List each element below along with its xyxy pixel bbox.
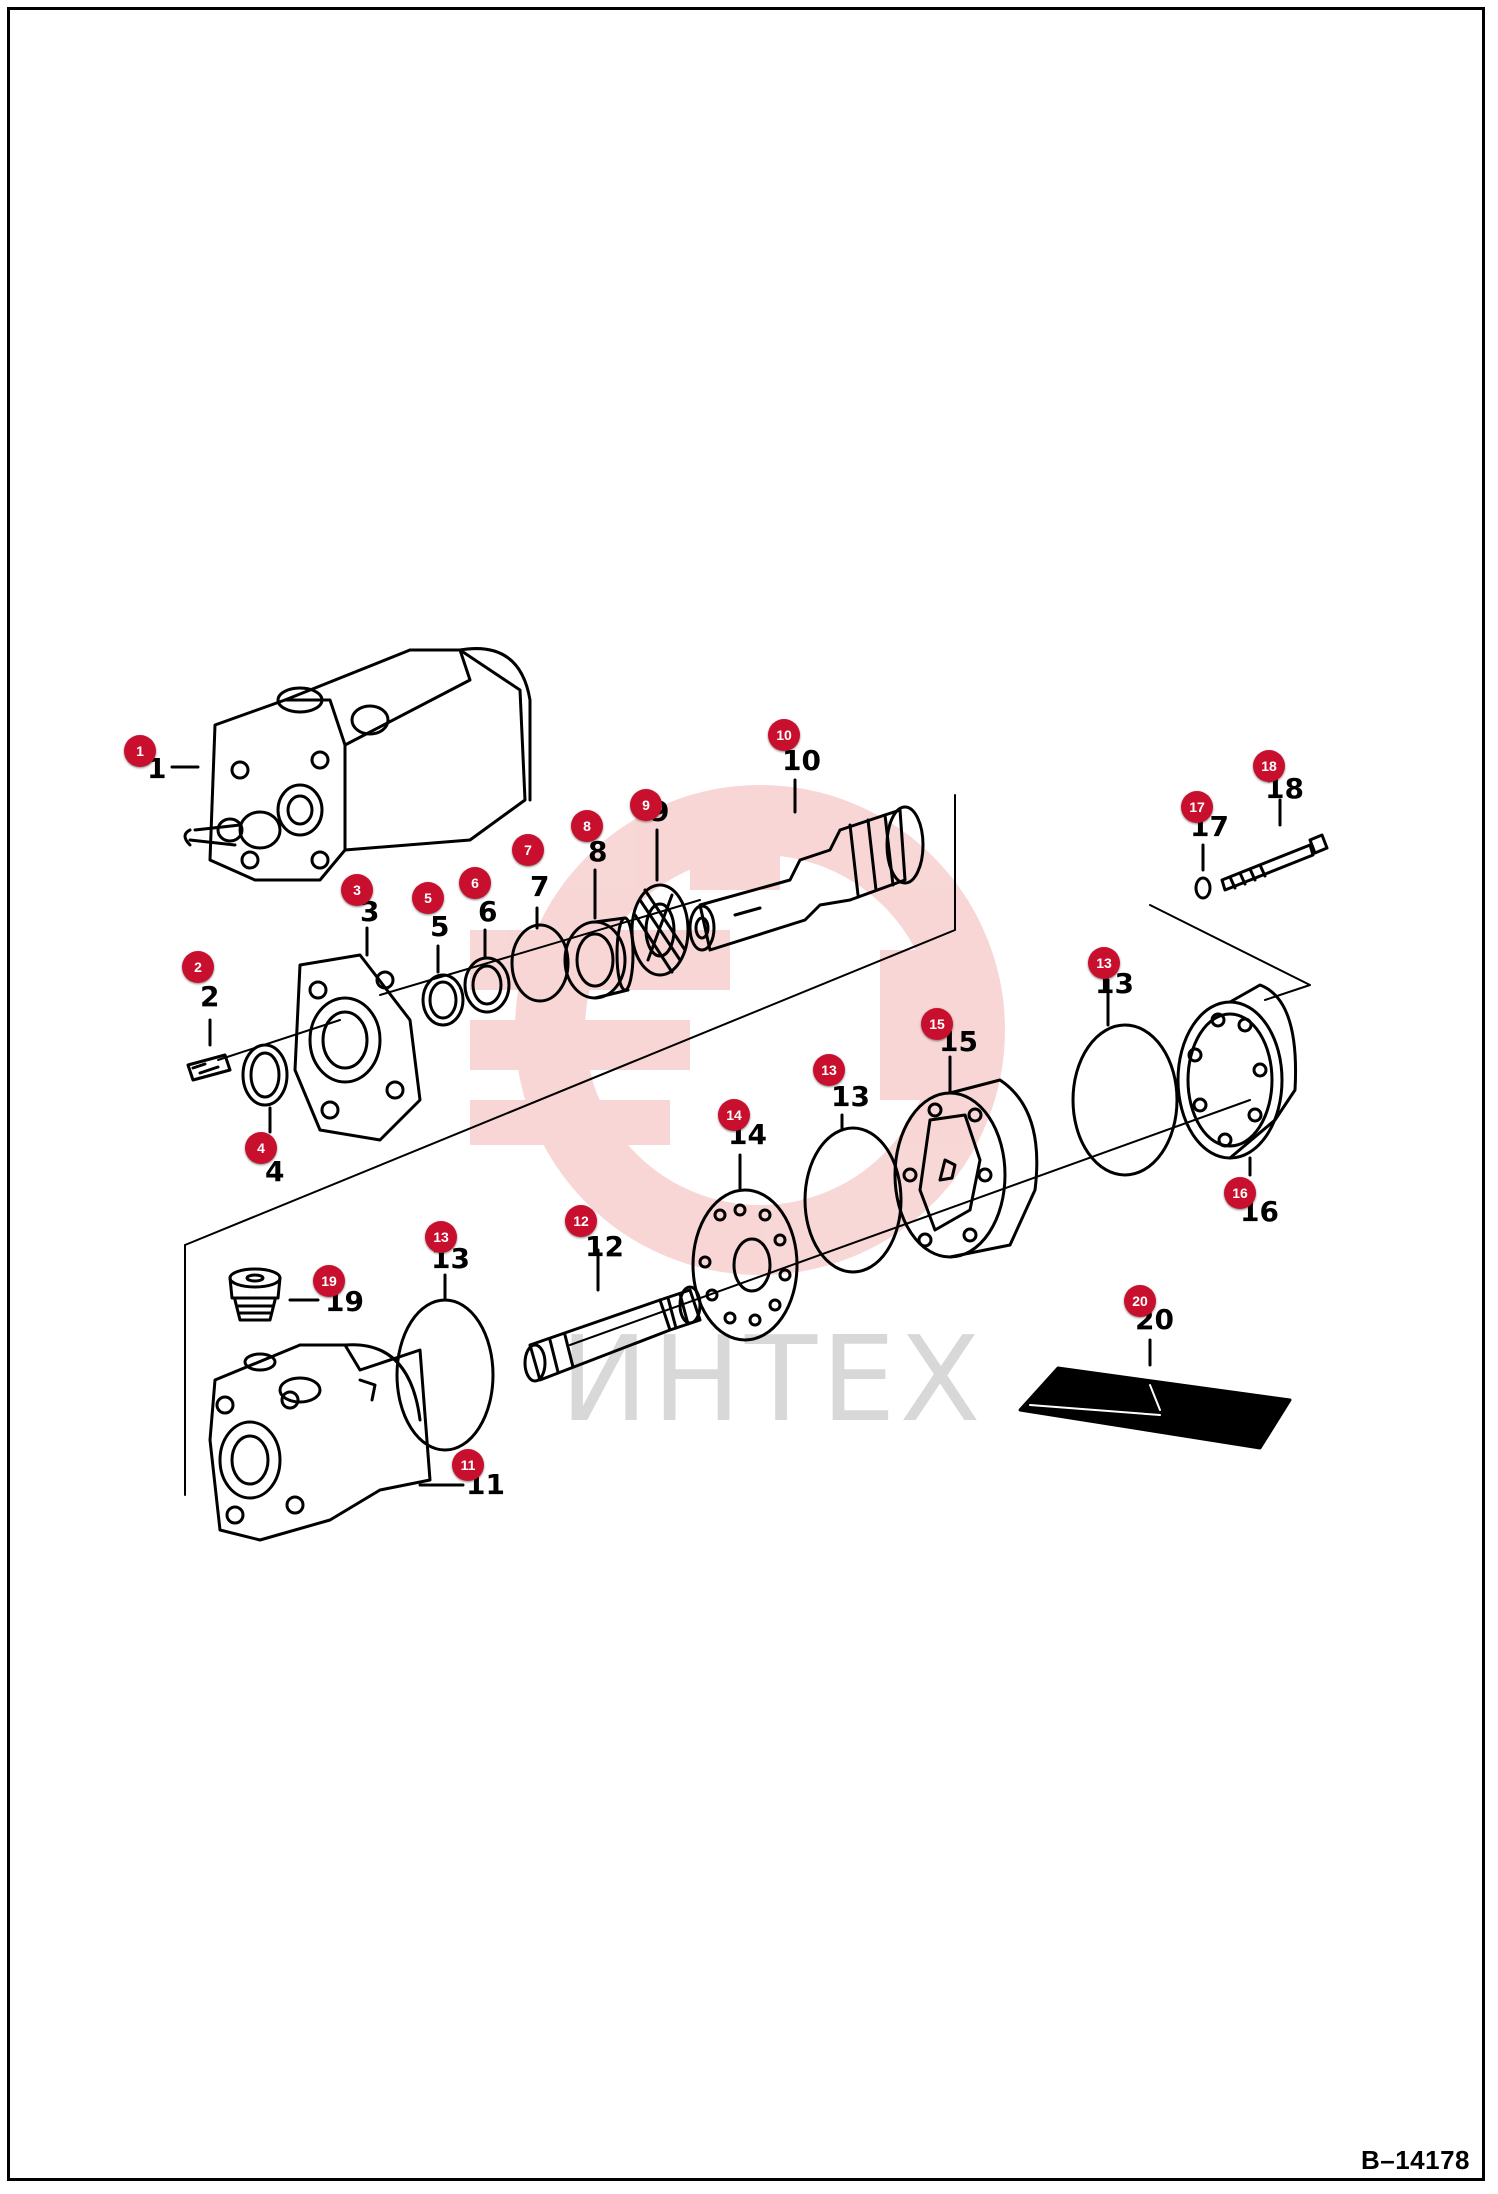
- o-ring-6: [463, 956, 511, 1014]
- o-ring-5: [421, 973, 465, 1027]
- callout-12[interactable]: 12: [565, 1205, 597, 1237]
- callout-20[interactable]: 20: [1124, 1285, 1156, 1317]
- thrust-bearing: [630, 883, 690, 977]
- seal-ring: [241, 1043, 289, 1107]
- part-label-5: 5: [430, 910, 450, 943]
- callout-15[interactable]: 15: [921, 1008, 953, 1040]
- seal-kit: [1018, 1366, 1292, 1450]
- o-ring-13c: [395, 1298, 495, 1452]
- part-label-12: 12: [585, 1230, 624, 1263]
- washer: [1194, 876, 1212, 900]
- o-ring-13a: [1071, 1023, 1179, 1177]
- callout-16[interactable]: 16: [1224, 1177, 1256, 1209]
- callout-5[interactable]: 5: [412, 882, 444, 914]
- o-ring-7: [510, 923, 570, 1003]
- callout-19[interactable]: 19: [313, 1265, 345, 1297]
- callout-7[interactable]: 7: [512, 834, 544, 866]
- bearing: [563, 916, 635, 1000]
- o-ring-13b: [803, 1126, 903, 1274]
- drive-shaft: [523, 1285, 702, 1383]
- callout-14[interactable]: 14: [718, 1099, 750, 1131]
- part-label-13b: 13: [831, 1080, 870, 1113]
- callout-13a[interactable]: 13: [425, 1221, 457, 1253]
- callout-13c[interactable]: 13: [1088, 947, 1120, 979]
- part-label-4: 4: [265, 1155, 285, 1188]
- callout-9[interactable]: 9: [630, 789, 662, 821]
- callout-13b[interactable]: 13: [813, 1054, 845, 1086]
- callout-3[interactable]: 3: [341, 874, 373, 906]
- watermark-text: ИНТЕХ: [560, 1310, 985, 1448]
- plug: [228, 1267, 282, 1322]
- callout-10[interactable]: 10: [768, 719, 800, 751]
- callout-2[interactable]: 2: [182, 951, 214, 983]
- bolt: [1220, 833, 1329, 892]
- motor-assembly: [183, 647, 532, 882]
- part-label-6: 6: [478, 895, 498, 928]
- screw-part: [186, 1053, 232, 1082]
- callout-11[interactable]: 11: [452, 1449, 484, 1481]
- diagram-frame: [7, 7, 1485, 2181]
- part-label-7: 7: [530, 870, 550, 903]
- callout-18[interactable]: 18: [1253, 750, 1285, 782]
- callout-4[interactable]: 4: [245, 1132, 277, 1164]
- housing: [208, 1343, 432, 1542]
- part-label-8: 8: [588, 835, 608, 868]
- mounting-flange: [293, 953, 422, 1142]
- part-label-2: 2: [200, 980, 220, 1013]
- valve-plate: [691, 1188, 799, 1342]
- gerotor-set: [893, 1078, 1039, 1259]
- callout-1[interactable]: 1: [124, 735, 156, 767]
- end-cap: [1176, 983, 1298, 1160]
- callout-17[interactable]: 17: [1181, 791, 1213, 823]
- callout-8[interactable]: 8: [571, 810, 603, 842]
- figure-id: B–14178: [1360, 2145, 1470, 2175]
- spool-shaft: [688, 805, 925, 952]
- callout-6[interactable]: 6: [459, 867, 491, 899]
